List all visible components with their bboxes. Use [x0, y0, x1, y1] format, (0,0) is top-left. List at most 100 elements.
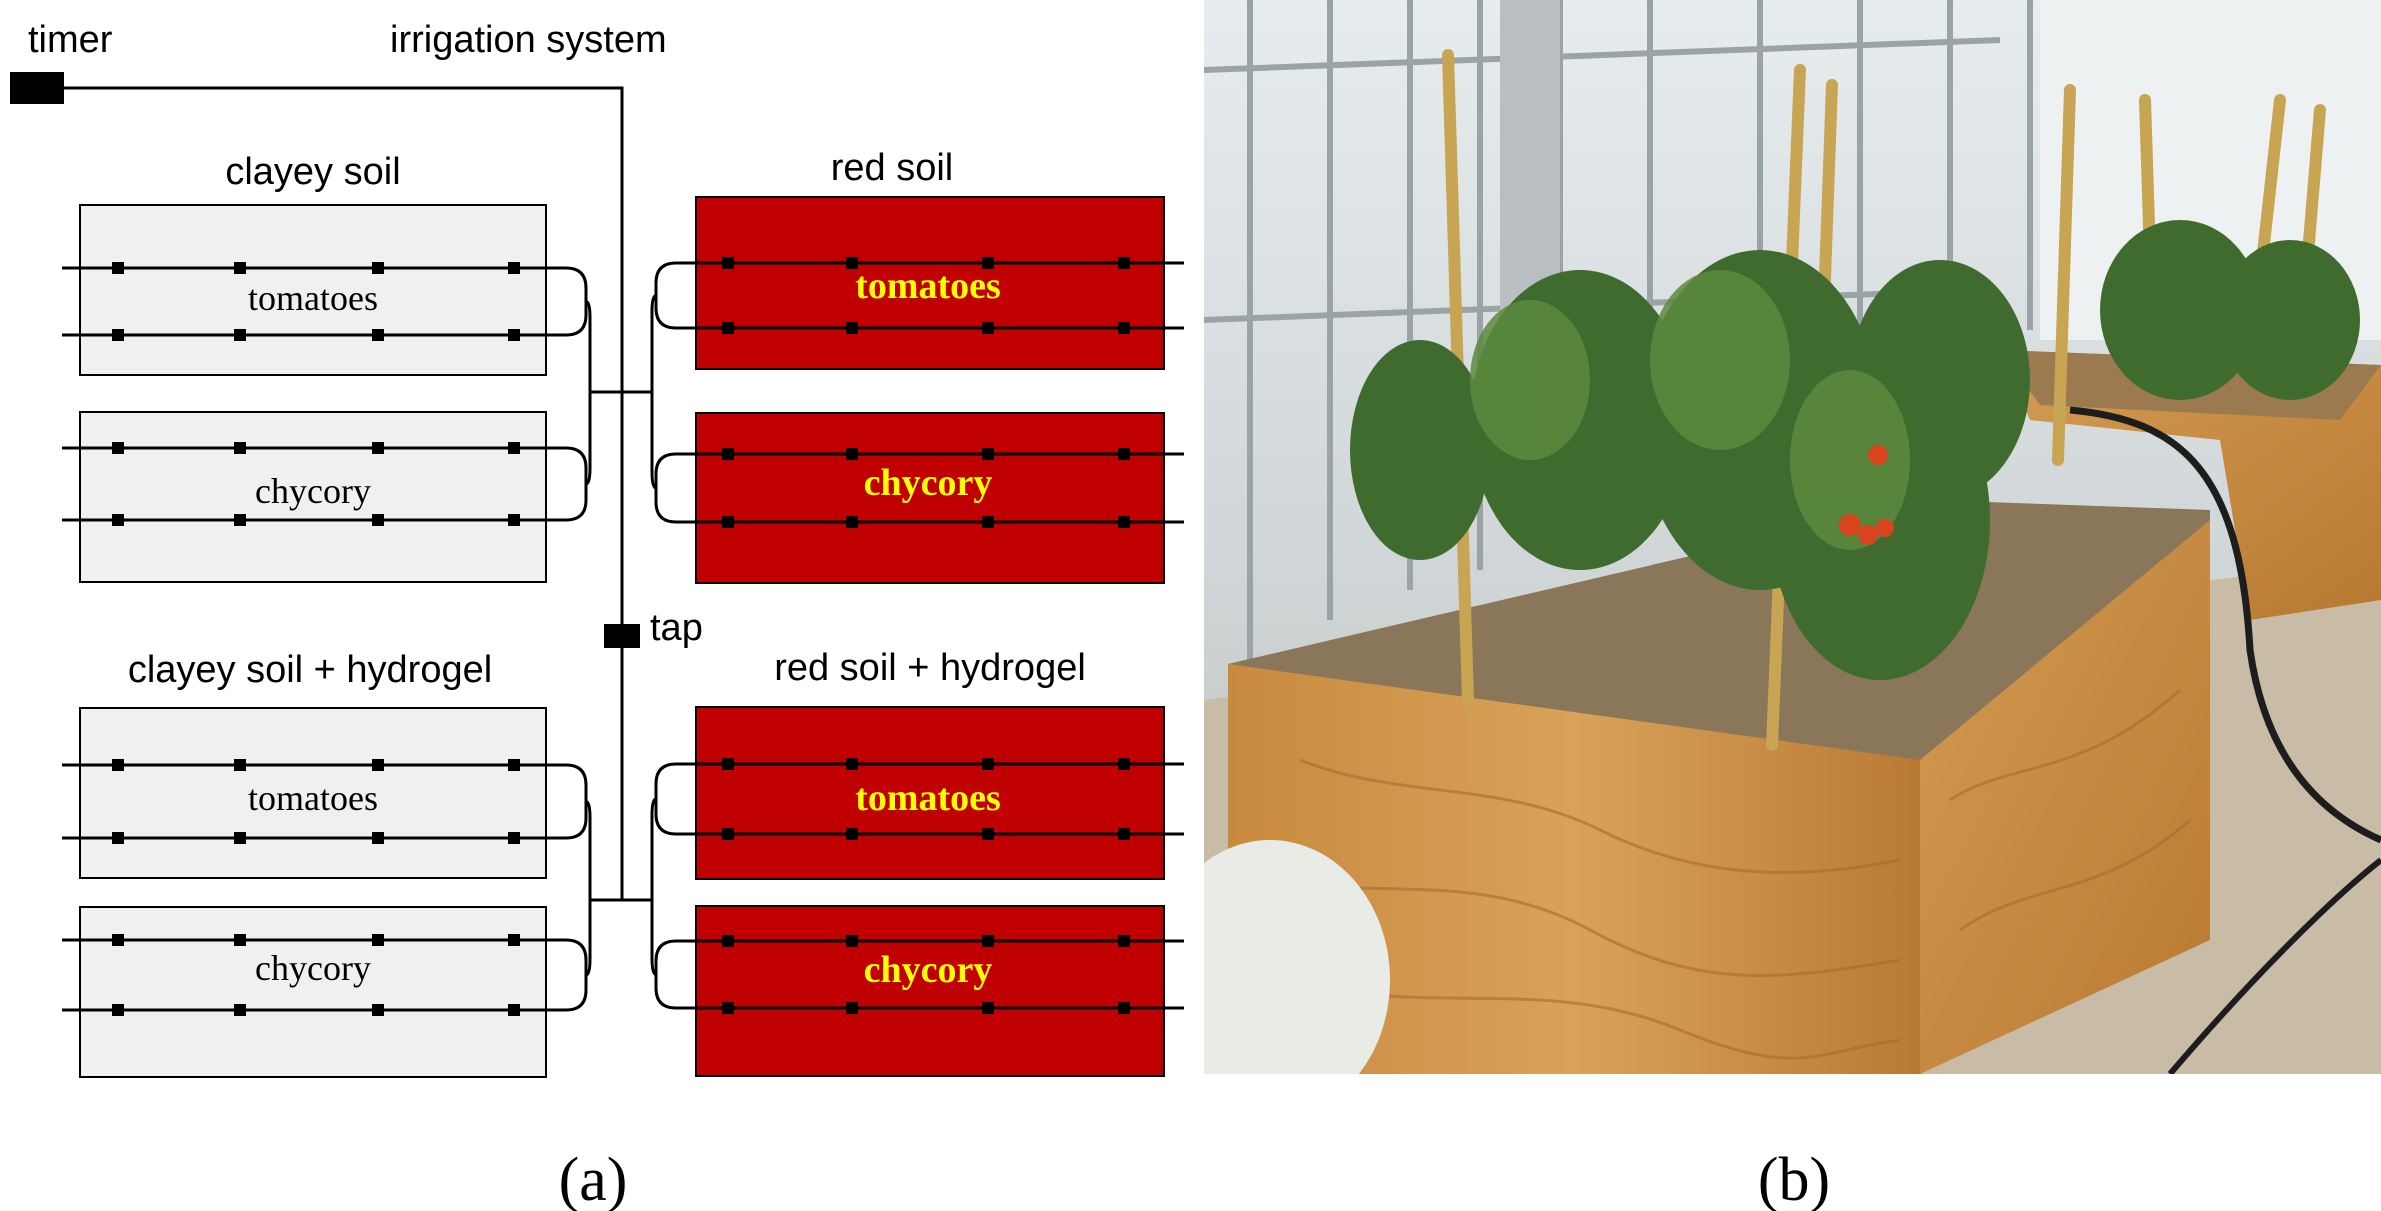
emitter	[1118, 935, 1130, 947]
irrigation-system-label: irrigation system	[390, 19, 667, 61]
emitter	[112, 262, 124, 274]
emitter	[846, 516, 858, 528]
irrigation-hose-floor	[2167, 857, 2381, 1074]
branch-pipe	[650, 797, 657, 976]
emitter	[722, 758, 734, 770]
emitter	[112, 832, 124, 844]
bed-clayey-chycory	[79, 411, 547, 583]
panel-label-a: (a)	[559, 1146, 628, 1211]
emitter	[372, 832, 384, 844]
branch-pipe	[654, 939, 677, 1010]
emitter	[1118, 828, 1130, 840]
emitter	[982, 758, 994, 770]
main-planter-side	[1920, 520, 2210, 1074]
emitter	[508, 329, 520, 341]
emitter	[234, 442, 246, 454]
drip-lines	[62, 257, 1184, 1016]
emitter	[722, 828, 734, 840]
emitter	[1118, 448, 1130, 460]
timer-label: timer	[28, 19, 113, 61]
group-label-red-soil-hydrogel: red soil + hydrogel	[774, 647, 1086, 689]
emitter	[508, 934, 520, 946]
emitter	[722, 1002, 734, 1014]
bed-clayey-tomatoes	[79, 204, 547, 376]
emitter	[982, 516, 994, 528]
emitter	[722, 257, 734, 269]
branch-pipe	[585, 300, 592, 486]
bed-clayey-chycory-label: chycory	[255, 471, 371, 511]
emitter	[112, 514, 124, 526]
emitter	[508, 1004, 520, 1016]
emitter	[722, 448, 734, 460]
emitter	[234, 1004, 246, 1016]
emitter	[372, 934, 384, 946]
greenhouse-photo: (b)	[1204, 0, 2381, 1211]
bed-clayey-hydrogel-tomatoes	[79, 707, 547, 879]
emitter	[982, 935, 994, 947]
bed-clayey-hydrogel-chycory-label: chycory	[255, 948, 371, 988]
bed-red-hydrogel-chycory	[695, 905, 1165, 1077]
emitter	[1118, 257, 1130, 269]
group-label-clayey-soil: clayey soil	[225, 151, 400, 193]
emitter	[112, 759, 124, 771]
emitter	[112, 442, 124, 454]
branch-pipe	[565, 446, 588, 522]
emitter	[846, 257, 858, 269]
emitter	[112, 934, 124, 946]
emitter	[982, 448, 994, 460]
tomato-foliage-highlight	[1470, 270, 1910, 550]
bed-red-hydrogel-tomatoes	[695, 706, 1165, 880]
branch-pipe	[565, 938, 588, 1012]
panel-label-b: (b)	[1758, 1146, 1830, 1211]
bed-red-hydrogel-chycory-label: chycory	[864, 949, 993, 991]
bed-red-chycory	[695, 412, 1165, 584]
emitter	[234, 262, 246, 274]
tomato-fruits	[1839, 445, 1894, 545]
bed-red-chycory-label: chycory	[864, 462, 993, 504]
branch-pipe	[654, 452, 677, 524]
emitter	[234, 832, 246, 844]
emitter	[1118, 322, 1130, 334]
emitter	[234, 514, 246, 526]
bed-red-tomatoes	[695, 196, 1165, 370]
panel-label-a-text: (a)	[559, 1146, 628, 1211]
tap-block	[604, 624, 640, 648]
emitter	[508, 262, 520, 274]
timer-block	[10, 72, 64, 104]
emitter	[372, 262, 384, 274]
emitter	[372, 442, 384, 454]
emitter	[982, 1002, 994, 1014]
plastic-bag	[1204, 840, 1390, 1074]
tap-label: tap	[650, 607, 703, 649]
emitter	[722, 935, 734, 947]
emitter	[846, 1002, 858, 1014]
emitter	[982, 322, 994, 334]
emitter	[508, 832, 520, 844]
irrigation-schematic: timer irrigation system tap clayey soil …	[10, 19, 1184, 1211]
main-planter-front	[1228, 664, 1920, 1074]
panel-label-b-text: (b)	[1758, 1146, 1830, 1211]
bed-red-hydrogel-tomatoes-label: tomatoes	[855, 777, 1001, 819]
emitter	[372, 1004, 384, 1016]
emitter	[372, 329, 384, 341]
emitter	[112, 329, 124, 341]
wood-grain	[1279, 688, 2191, 1060]
emitter	[722, 516, 734, 528]
emitter	[234, 934, 246, 946]
emitter	[846, 322, 858, 334]
bed-clayey-hydrogel-tomatoes-label: tomatoes	[248, 778, 378, 818]
group-label-red-soil: red soil	[831, 147, 954, 189]
emitter	[234, 329, 246, 341]
group-label-clayey-soil-hydrogel: clayey soil + hydrogel	[128, 649, 492, 691]
emitter	[1118, 758, 1130, 770]
emitter	[112, 1004, 124, 1016]
emitter	[982, 828, 994, 840]
emitter	[846, 448, 858, 460]
emitter	[234, 759, 246, 771]
branch-pipe	[650, 294, 657, 490]
emitter	[508, 759, 520, 771]
branch-pipe	[565, 266, 588, 337]
branch-pipe	[565, 763, 588, 840]
bed-clayey-tomatoes-label: tomatoes	[248, 278, 378, 318]
emitter	[846, 828, 858, 840]
